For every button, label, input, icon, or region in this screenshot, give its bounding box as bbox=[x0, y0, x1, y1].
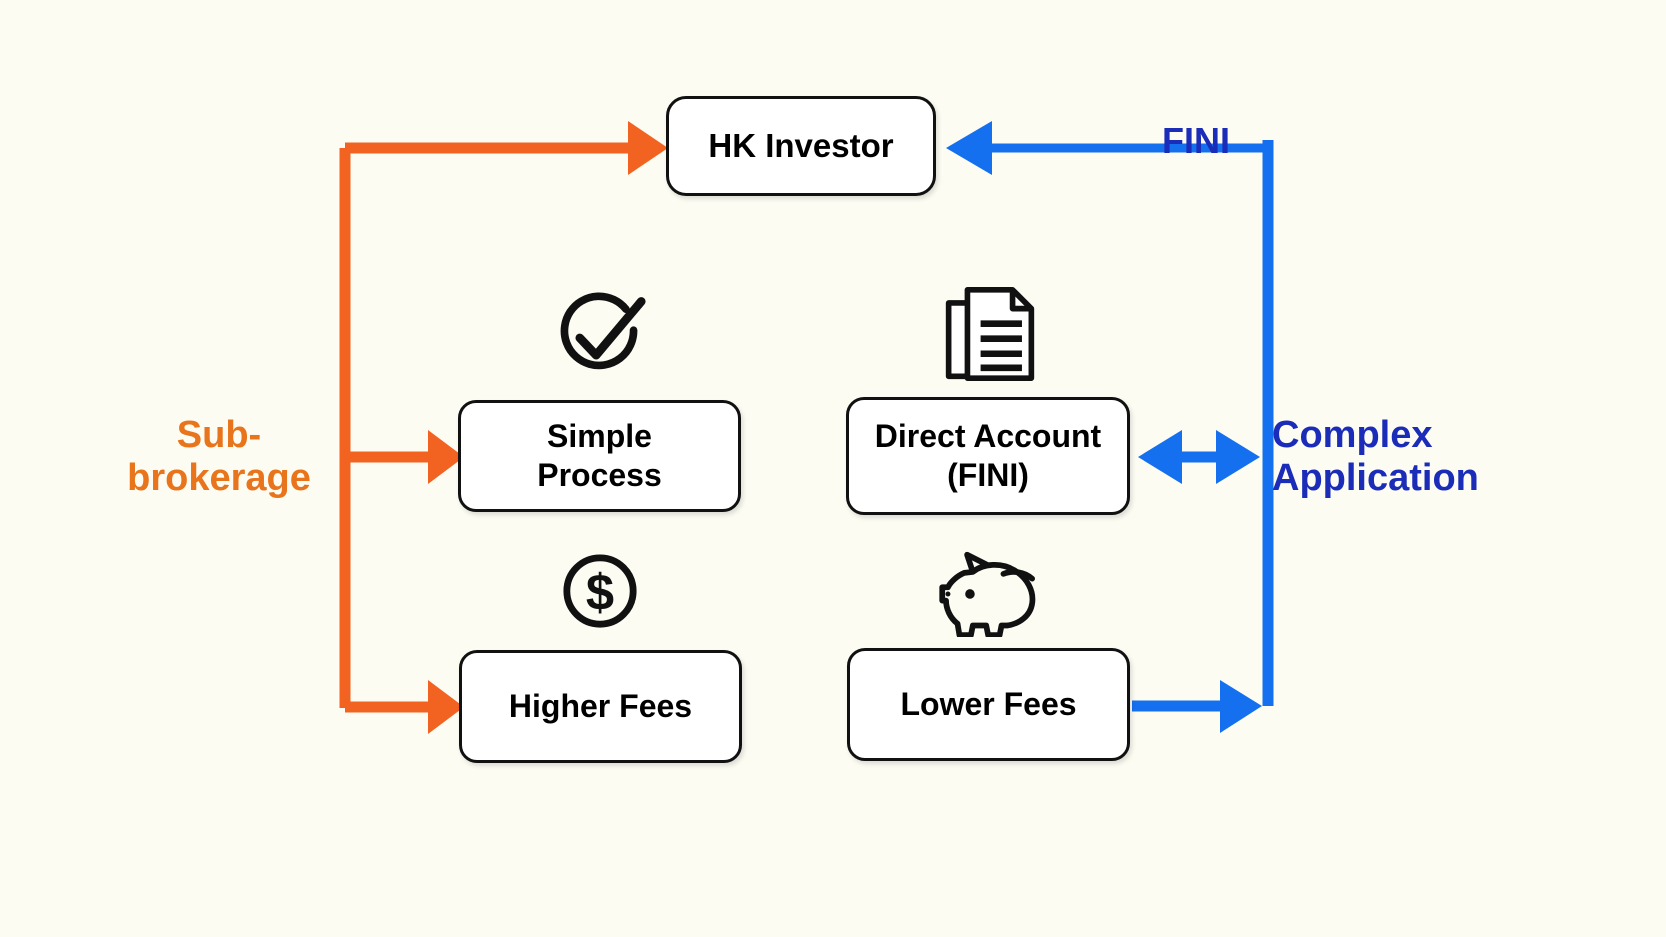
check-circle-icon bbox=[551, 288, 647, 384]
node-higher-fees-label: Higher Fees bbox=[508, 687, 693, 724]
orange-arrowhead-hk-investor bbox=[628, 121, 668, 175]
blue-arrowhead-hk-investor bbox=[946, 121, 992, 175]
node-direct-account[interactable]: Direct Account (FINI) bbox=[846, 397, 1130, 515]
node-direct-account-label: Direct Account (FINI) bbox=[874, 417, 1102, 493]
label-complex-application: Complex Application bbox=[1272, 414, 1479, 500]
label-sub-brokerage: Sub- brokerage bbox=[127, 414, 311, 500]
node-simple-process[interactable]: Simple Process bbox=[458, 400, 741, 512]
dollar-circle-icon: $ bbox=[561, 552, 639, 630]
label-fini: FINI bbox=[1162, 120, 1230, 161]
documents-icon bbox=[943, 284, 1037, 384]
node-simple-process-label: Simple Process bbox=[537, 417, 662, 493]
node-higher-fees[interactable]: Higher Fees bbox=[459, 650, 742, 763]
blue-arrowhead-direct-account-right bbox=[1216, 430, 1260, 484]
blue-arrowhead-lower-fees bbox=[1220, 680, 1262, 733]
piggy-bank-icon bbox=[938, 549, 1044, 638]
node-lower-fees-label: Lower Fees bbox=[900, 685, 1077, 722]
node-hk-investor[interactable]: HK Investor bbox=[666, 96, 936, 196]
blue-arrowhead-direct-account-left bbox=[1138, 430, 1182, 484]
svg-text:$: $ bbox=[586, 564, 614, 621]
node-lower-fees[interactable]: Lower Fees bbox=[847, 648, 1130, 761]
node-hk-investor-label: HK Investor bbox=[708, 126, 894, 164]
